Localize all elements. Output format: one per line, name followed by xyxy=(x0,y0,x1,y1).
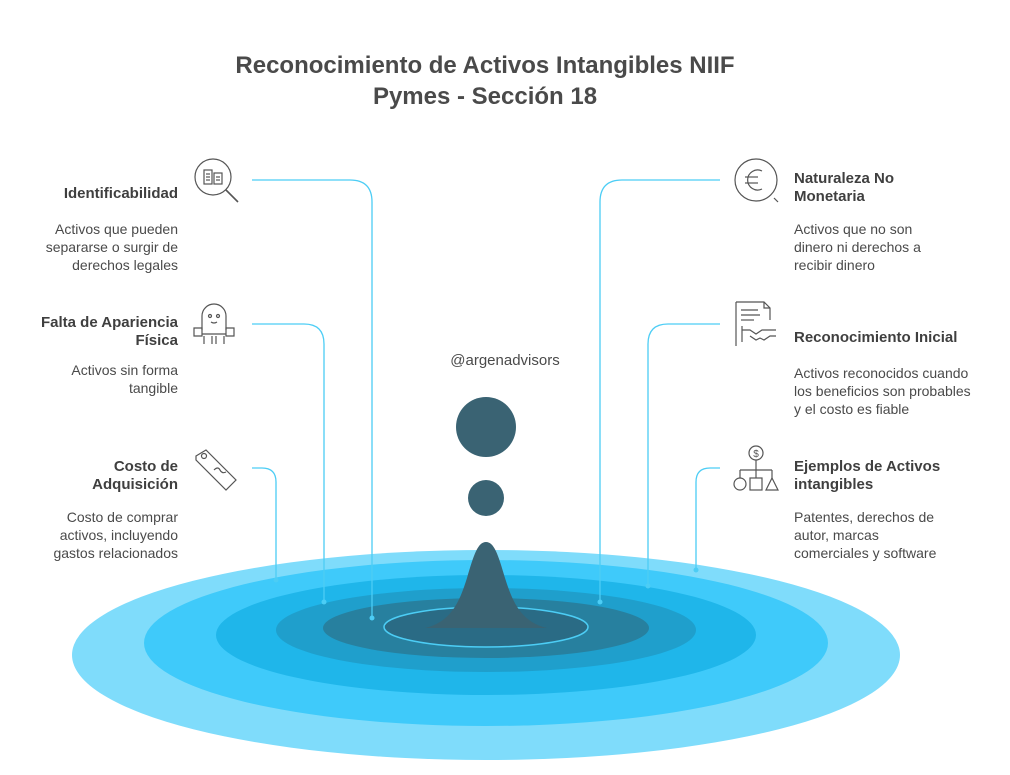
droplet-large xyxy=(456,397,516,457)
author-handle: @argenadvisors xyxy=(450,352,560,369)
connector-costo xyxy=(252,467,277,580)
droplet-small xyxy=(468,480,504,516)
desc-line: activos, incluyendo xyxy=(59,527,178,543)
desc-line: Activos que pueden xyxy=(55,221,178,237)
heading-line: Naturaleza No xyxy=(794,170,895,187)
desc-line: separarse o surgir de xyxy=(45,239,178,255)
desc-costo: Costo de comprar activos, incluyendo gas… xyxy=(20,508,178,562)
desc-line: Patentes, derechos de xyxy=(794,509,935,525)
desc-line: tangible xyxy=(128,380,178,396)
hierarchy-shapes-icon: $ xyxy=(732,444,780,492)
heading-line: intangibles xyxy=(794,476,874,493)
page-title: Reconocimiento de Activos Intangibles NI… xyxy=(180,50,790,112)
heading-line: Falta de Apariencia xyxy=(41,314,178,331)
desc-line: Activos que no son xyxy=(794,221,913,237)
connector-dot xyxy=(597,599,603,605)
heading-line: Ejemplos de Activos xyxy=(794,458,941,475)
desc-ejemplos: Patentes, derechos de autor, marcas come… xyxy=(794,508,994,562)
desc-line: Activos sin forma xyxy=(71,362,178,378)
heading-apariencia: Falta de Apariencia Física xyxy=(10,314,178,350)
heading-naturaleza: Naturaleza No Monetaria xyxy=(794,170,994,206)
desc-reconocimiento: Activos reconocidos cuando los beneficio… xyxy=(794,364,999,418)
desc-line: dinero ni derechos a xyxy=(794,239,921,255)
heading-identificabilidad: Identificabilidad xyxy=(63,185,178,202)
document-search-icon xyxy=(192,156,240,204)
splash-peak xyxy=(425,542,547,628)
desc-line: gastos relacionados xyxy=(53,545,178,561)
desc-line: autor, marcas xyxy=(794,527,879,543)
connector-dot xyxy=(321,599,327,605)
contract-handshake-icon xyxy=(730,300,778,348)
heading-line: Monetaria xyxy=(794,188,865,205)
heading-line: Costo de xyxy=(113,458,178,475)
ghost-icon xyxy=(190,300,238,348)
heading-line: Adquisición xyxy=(92,476,178,493)
price-tag-icon xyxy=(192,446,240,494)
connector-naturaleza xyxy=(599,179,720,602)
connector-ejemplos xyxy=(695,467,720,570)
connector-dot xyxy=(273,577,279,583)
title-line-2: Pymes - Sección 18 xyxy=(372,83,598,110)
connector-reconocimiento xyxy=(647,323,720,586)
connector-identificabilidad xyxy=(252,179,373,618)
desc-line: Costo de comprar xyxy=(66,509,178,525)
desc-line: Activos reconocidos cuando xyxy=(794,365,969,381)
desc-line: comerciales y software xyxy=(794,545,937,561)
euro-crossed-icon xyxy=(732,156,780,204)
connector-dot xyxy=(645,583,651,589)
desc-line: derechos legales xyxy=(72,257,178,273)
desc-identificabilidad: Activos que pueden separarse o surgir de… xyxy=(20,220,178,274)
desc-line: los beneficios son probables xyxy=(794,383,971,399)
desc-apariencia: Activos sin forma tangible xyxy=(20,361,178,397)
desc-line: y el costo es fiable xyxy=(794,401,910,417)
heading-costo: Costo de Adquisición xyxy=(20,458,178,494)
title-line-1: Reconocimiento de Activos Intangibles NI… xyxy=(235,52,735,79)
heading-line: Física xyxy=(135,332,178,349)
desc-naturaleza: Activos que no son dinero ni derechos a … xyxy=(794,220,994,274)
desc-line: recibir dinero xyxy=(794,257,875,273)
heading-ejemplos: Ejemplos de Activos intangibles xyxy=(794,458,994,494)
svg-text:$: $ xyxy=(753,449,759,460)
connector-dot xyxy=(693,567,699,573)
connector-dot xyxy=(369,615,375,621)
heading-reconocimiento: Reconocimiento Inicial xyxy=(794,329,958,346)
connector-apariencia xyxy=(252,323,325,602)
